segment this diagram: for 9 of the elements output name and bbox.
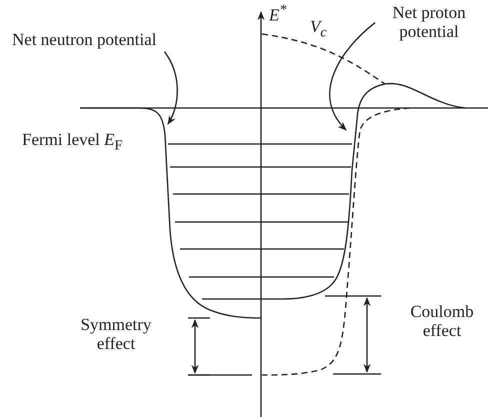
fermi-level-label: Fermi level E$_{F}$ (22, 131, 122, 154)
callout-text: Net neutron potential (12, 31, 156, 50)
effect-label: Coulomb effect (409, 303, 475, 340)
effect-label: Symmetry effect (80, 316, 152, 354)
leader-line (164, 51, 178, 125)
axis-label: E$^{*}$ (269, 3, 286, 26)
curve-label: V$_{c}$ (310, 18, 327, 41)
leader-line (329, 22, 376, 131)
callout-text: Net proton potential (375, 4, 483, 42)
